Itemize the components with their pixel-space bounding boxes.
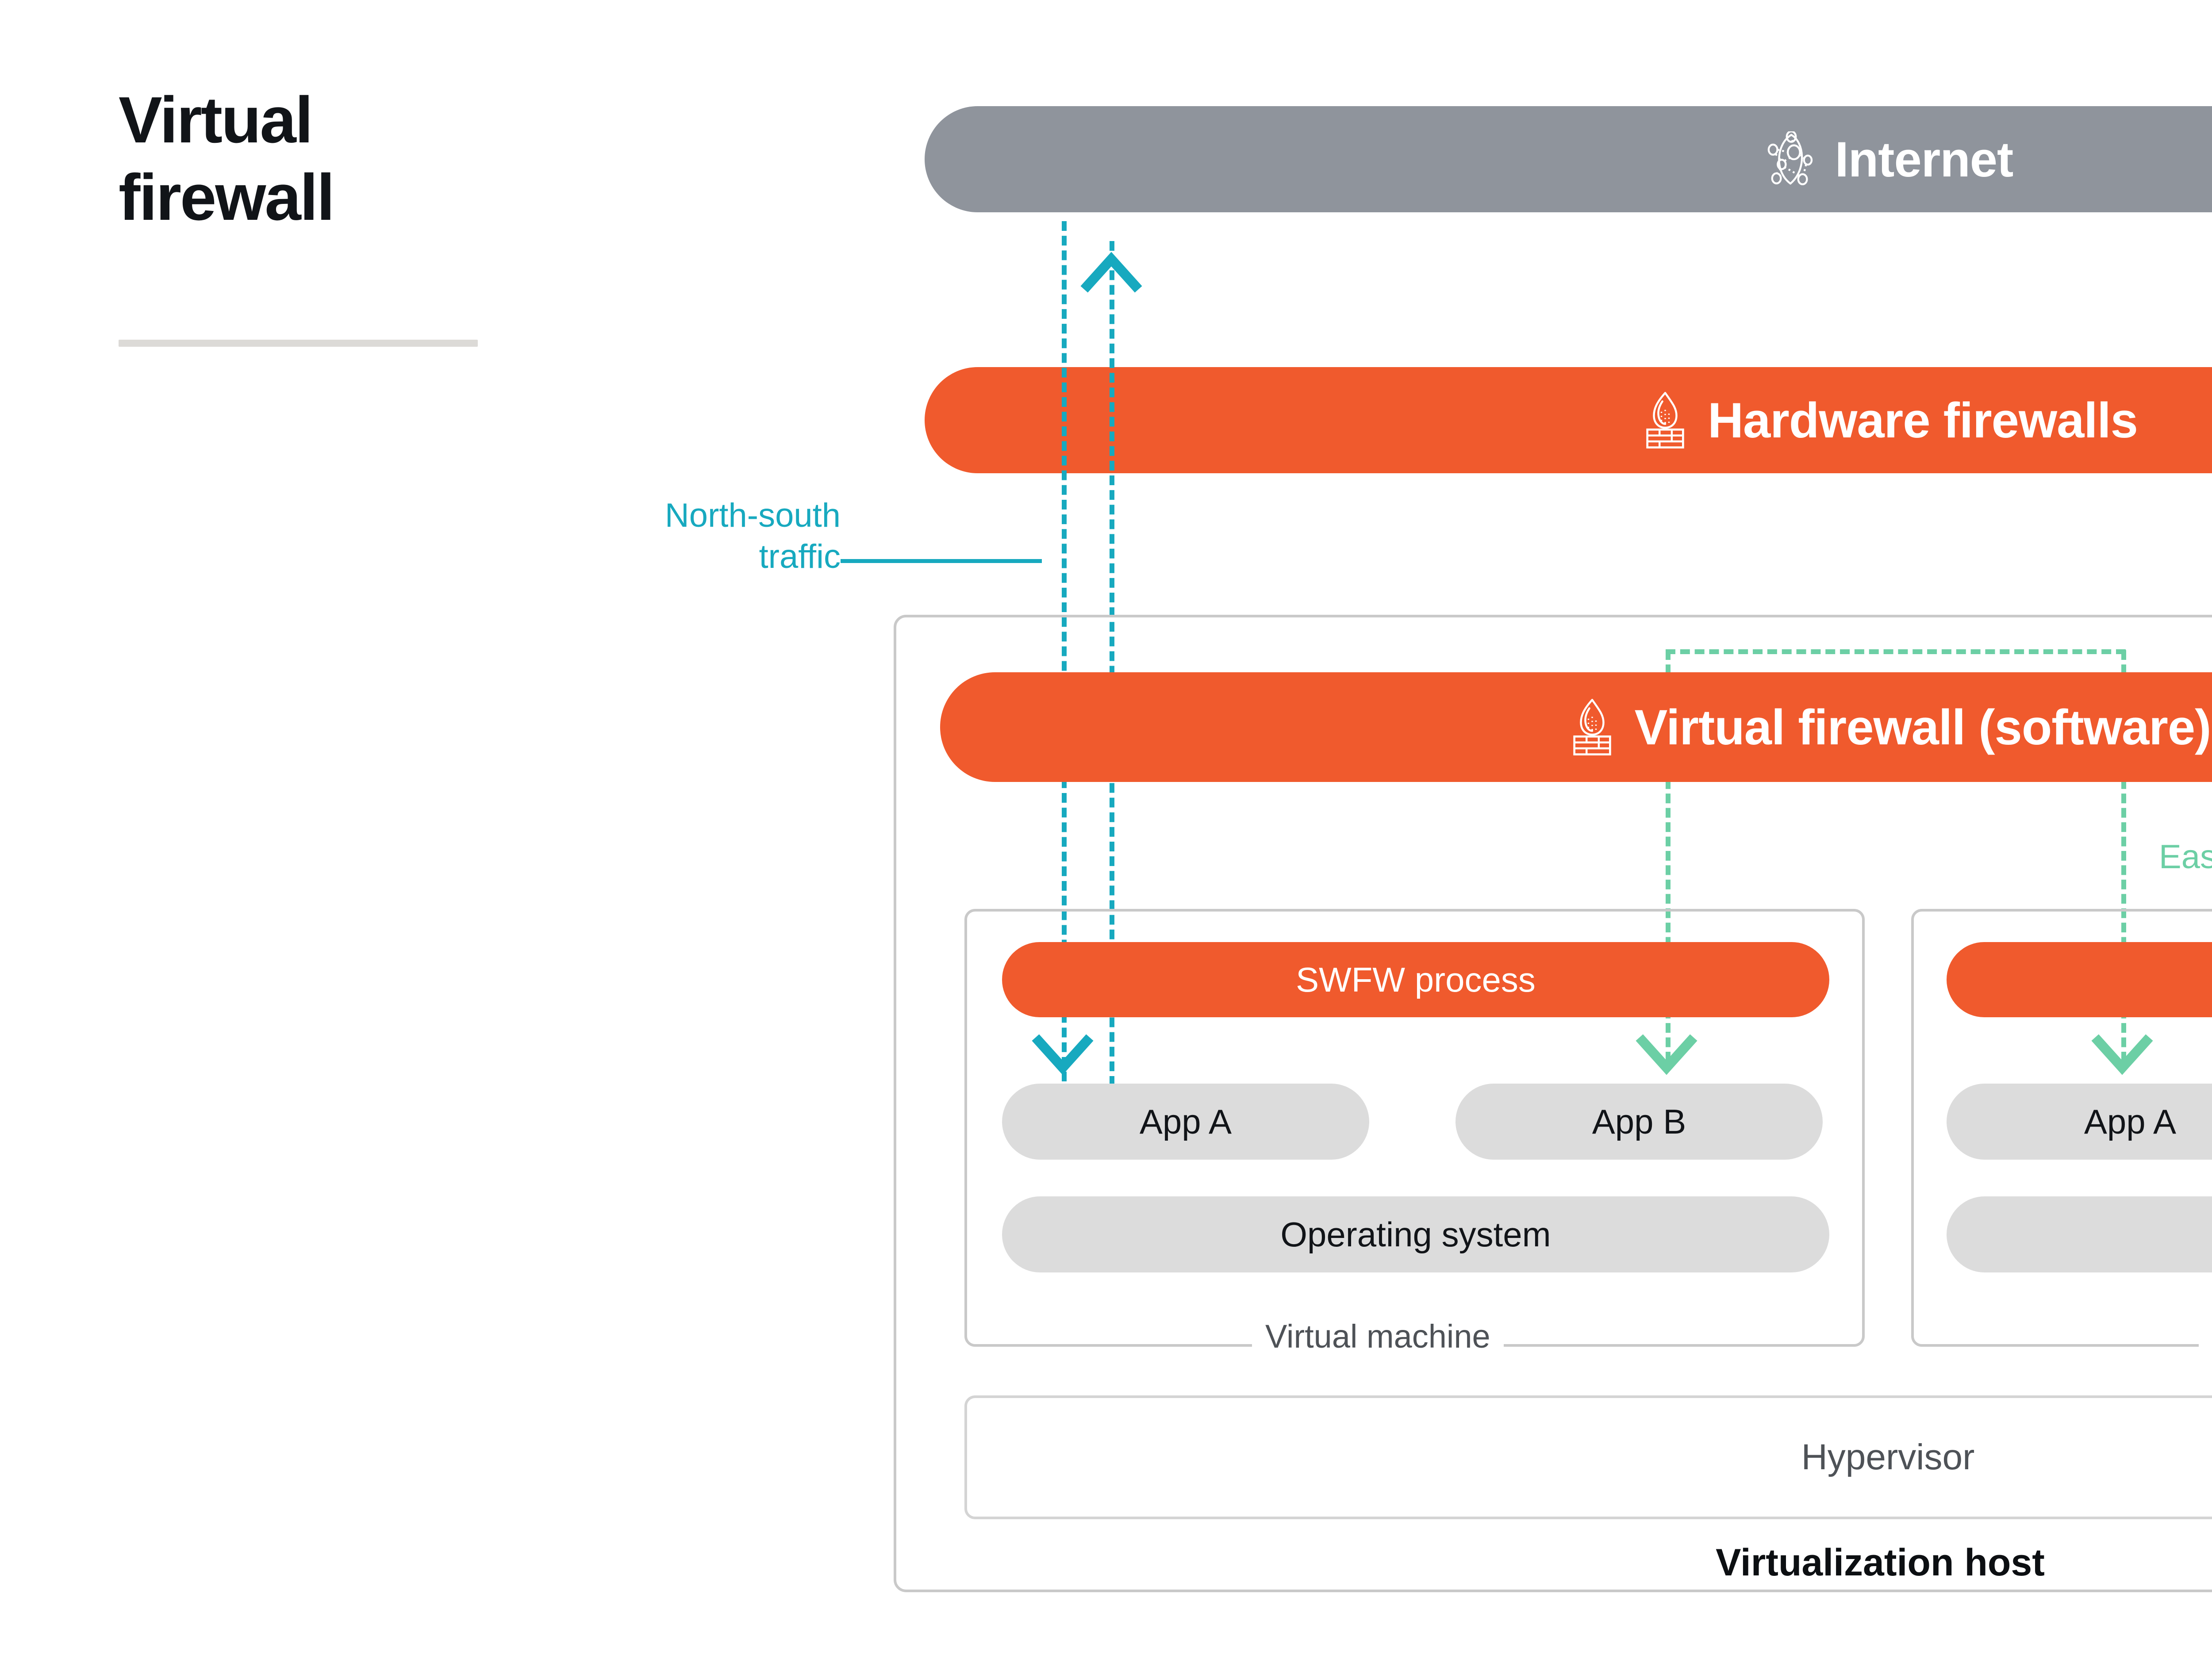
east-west-down-arrow-icon-left xyxy=(1636,1034,1697,1075)
hardware-firewalls-bar: Hardware firewalls xyxy=(925,367,2212,473)
app-a-label-right: App A xyxy=(2084,1102,2177,1141)
virtual-machine-box-right xyxy=(1911,909,2212,1347)
north-south-traffic-line-2: traffic xyxy=(759,537,841,575)
title-divider-rule xyxy=(119,340,478,347)
operating-system-pill-right: Operating system xyxy=(1947,1196,2212,1272)
app-a-pill-left: App A xyxy=(1002,1084,1369,1160)
north-south-up-arrow-icon xyxy=(1080,252,1142,293)
swfw-process-bar-left: SWFW process xyxy=(1002,942,1829,1017)
hypervisor-label: Hypervisor xyxy=(1801,1437,1975,1477)
operating-system-label-left: Operating system xyxy=(1280,1215,1551,1254)
east-west-dashed-line-top xyxy=(1666,649,2126,654)
page-title-line-1: Virtual xyxy=(119,84,313,157)
north-south-dashed-line-inbound xyxy=(1062,221,1067,1081)
virtual-machine-label-left: Virtual machine xyxy=(1252,1320,1504,1353)
firewall-flame-brick-icon xyxy=(1567,697,1617,757)
virtualization-host-box xyxy=(894,615,2212,1592)
app-a-pill-right: App A xyxy=(1947,1084,2212,1160)
page-title-block: Virtual firewall xyxy=(119,82,561,236)
virtual-machine-label-right: Virtual machine xyxy=(2199,1320,2212,1353)
network-globe-icon xyxy=(1765,131,1817,187)
north-south-connector-line xyxy=(841,559,1042,563)
virtual-firewall-label: Virtual firewall (software) xyxy=(1634,699,2212,755)
swfw-process-label-left: SWFW process xyxy=(1296,960,1536,999)
internet-label: Internet xyxy=(1835,131,2014,187)
north-south-traffic-line-1: North-south xyxy=(664,497,841,534)
east-west-dashed-line-left xyxy=(1666,650,1671,1061)
app-b-label-left: App B xyxy=(1592,1102,1686,1141)
app-a-label-left: App A xyxy=(1139,1102,1232,1141)
page-title: Virtual firewall xyxy=(119,82,561,236)
app-b-pill-left: App B xyxy=(1455,1084,1823,1160)
hardware-firewalls-label: Hardware firewalls xyxy=(1708,392,2138,448)
east-west-traffic-label: East-west traffic xyxy=(2159,838,2212,876)
virtualization-host-label: Virtualization host xyxy=(1637,1544,2124,1582)
swfw-process-bar-right: SWFW process xyxy=(1947,942,2212,1017)
firewall-flame-brick-icon xyxy=(1640,390,1690,450)
virtual-firewall-software-bar: Virtual firewall (software) xyxy=(940,672,2212,782)
hypervisor-box: Hypervisor xyxy=(964,1395,2212,1519)
page-title-line-2: firewall xyxy=(119,161,335,234)
north-south-down-arrow-icon xyxy=(1032,1034,1094,1075)
internet-layer-bar: Internet xyxy=(925,106,2212,212)
north-south-dashed-line-outbound xyxy=(1110,241,1114,1086)
east-west-down-arrow-icon-right xyxy=(2091,1034,2153,1075)
east-west-dashed-line-right xyxy=(2121,650,2126,1061)
north-south-traffic-label: North-south traffic xyxy=(491,495,841,577)
operating-system-pill-left: Operating system xyxy=(1002,1196,1829,1272)
